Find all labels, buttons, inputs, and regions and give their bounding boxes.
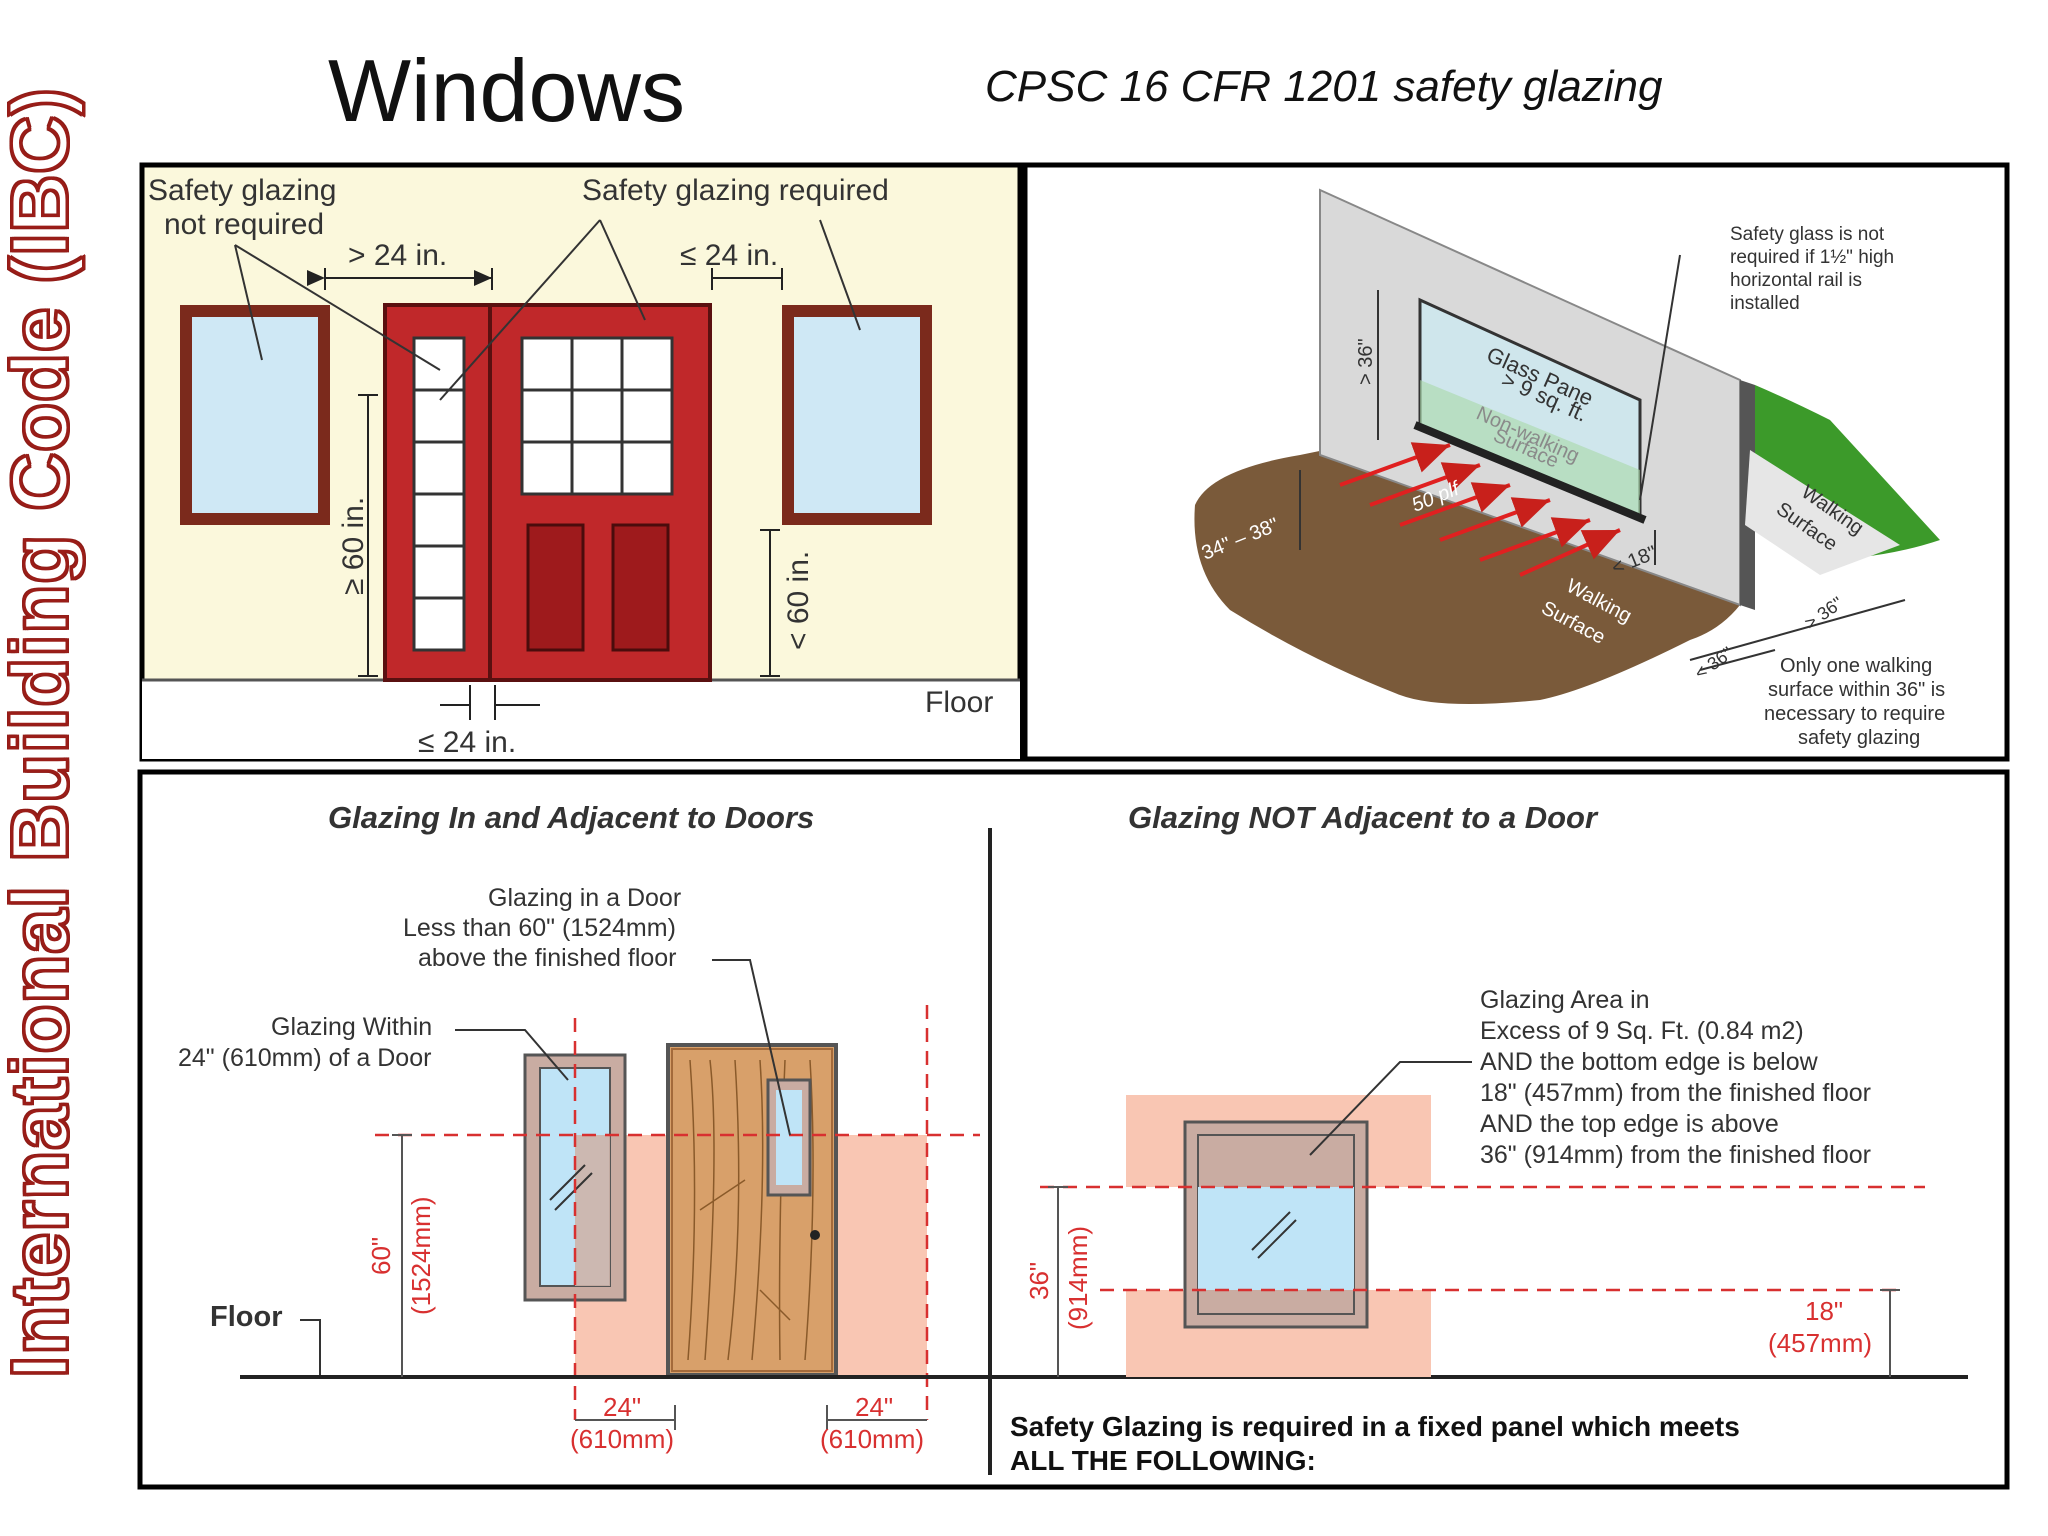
adjacent-sidelight xyxy=(523,1053,627,1302)
dim-36: 36" xyxy=(1024,1262,1054,1300)
label-safety-required: Safety glazing required xyxy=(582,174,889,207)
note-rail-2: required if 1½" high xyxy=(1730,247,1894,268)
label-floor-top: Floor xyxy=(925,686,993,719)
heading-right: Glazing NOT Adjacent to a Door xyxy=(1128,800,1599,835)
dim-60-mm: (1524mm) xyxy=(406,1197,436,1315)
note-rail-4: installed xyxy=(1730,293,1800,314)
footer-line-2: ALL THE FOLLOWING: xyxy=(1010,1445,1316,1476)
dim-24-left: 24" xyxy=(603,1392,641,1422)
note-area-5: AND the top edge is above xyxy=(1480,1110,1779,1138)
note-area-6: 36" (914mm) from the finished floor xyxy=(1480,1141,1871,1169)
walking-surface-floor xyxy=(1194,420,1740,704)
note-door-glazing-2: Less than 60" (1524mm) xyxy=(403,914,676,942)
note-within-2: 24" (610mm) of a Door xyxy=(178,1044,431,1072)
fixed-panel-window xyxy=(1183,1120,1369,1329)
note-rail-1: Safety glass is not xyxy=(1730,224,1885,245)
label-floor-bottom: Floor xyxy=(210,1301,283,1333)
dim-18: 18" xyxy=(1805,1296,1843,1326)
label-not-required-1: Safety glazing xyxy=(148,174,336,207)
dim-18-mm: (457mm) xyxy=(1768,1328,1872,1358)
heading-left: Glazing In and Adjacent to Doors xyxy=(328,800,814,835)
note-area-2: Excess of 9 Sq. Ft. (0.84 m2) xyxy=(1480,1017,1804,1045)
note-only-3: necessary to require xyxy=(1764,703,1945,725)
note-only-1: Only one walking xyxy=(1780,655,1932,677)
label-gt36-vertical: > 36" xyxy=(1355,338,1377,385)
right-window xyxy=(782,305,932,525)
dim-24-right: 24" xyxy=(855,1392,893,1422)
note-area-4: 18" (457mm) from the finished floor xyxy=(1480,1079,1871,1107)
label-lt60: < 60 in. xyxy=(782,551,815,650)
page-title: Windows xyxy=(328,41,685,140)
panel-top-left: Safety glazing not required Safety glazi… xyxy=(139,162,1023,762)
dim-60: 60" xyxy=(366,1237,396,1275)
note-door-glazing-3: above the finished floor xyxy=(418,944,677,972)
note-area-1: Glazing Area in xyxy=(1480,986,1650,1014)
label-ge60: ≥ 60 in. xyxy=(337,497,370,595)
label-le24-bottom: ≤ 24 in. xyxy=(418,726,516,759)
note-only-4: safety glazing xyxy=(1798,727,1920,749)
dim-24-right-mm: (610mm) xyxy=(820,1424,924,1454)
note-area-3: AND the bottom edge is below xyxy=(1480,1048,1819,1076)
dim-36-mm: (914mm) xyxy=(1063,1226,1093,1330)
label-not-required-2: not required xyxy=(164,208,324,241)
wood-door xyxy=(666,1043,838,1377)
horizontal-rail xyxy=(1413,421,1647,524)
page-subtitle: CPSC 16 CFR 1201 safety glazing xyxy=(985,62,1663,111)
footer-line-1: Safety Glazing is required in a fixed pa… xyxy=(1010,1411,1740,1442)
note-within-1: Glazing Within xyxy=(271,1013,432,1041)
entry-door xyxy=(383,303,712,682)
note-rail-3: horizontal rail is xyxy=(1730,270,1862,291)
left-window xyxy=(180,305,330,525)
dim-24-left-mm: (610mm) xyxy=(570,1424,674,1454)
panel-top-right: Safety glass is not required if 1½" high… xyxy=(1022,162,2010,762)
note-door-glazing-1: Glazing in a Door xyxy=(488,884,681,912)
label-le24-top: ≤ 24 in. xyxy=(680,239,778,272)
panel-bottom: Glazing In and Adjacent to Doors Glazing… xyxy=(137,769,2010,1490)
note-only-2: surface within 36" is xyxy=(1768,679,1945,701)
label-gt24: > 24 in. xyxy=(348,239,447,272)
